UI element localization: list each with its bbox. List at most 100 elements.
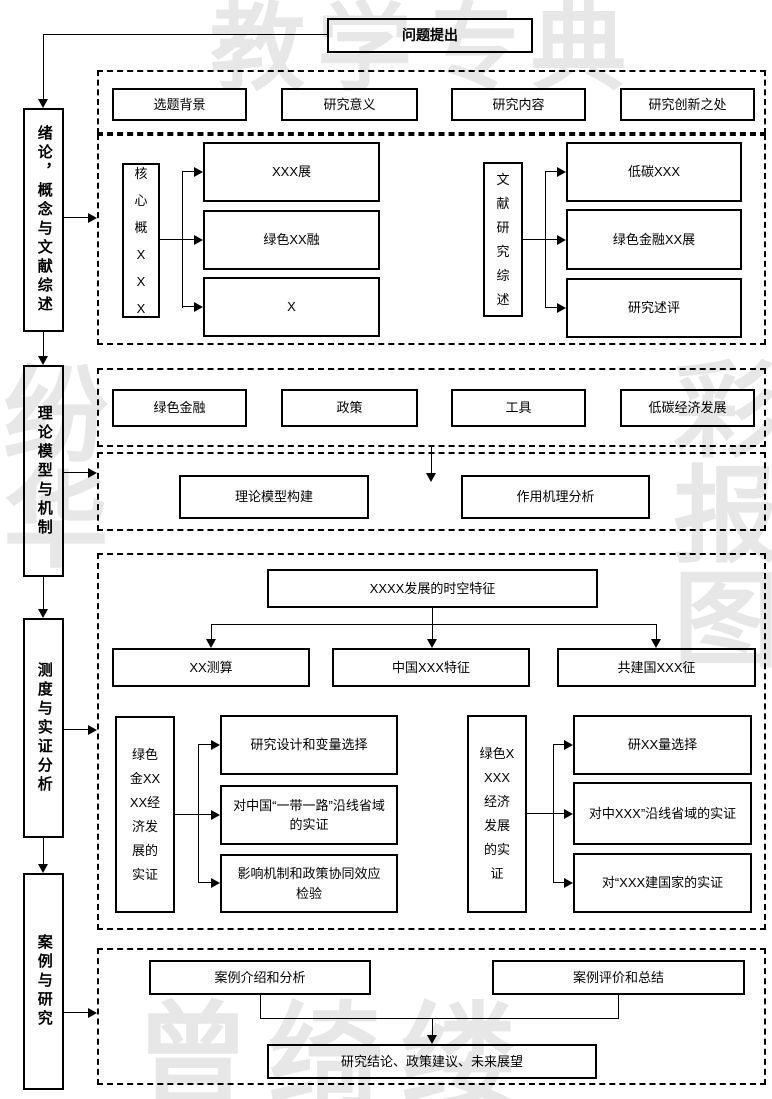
connector — [43, 332, 44, 356]
section-intro-topics — [97, 70, 766, 134]
box-policy: 政策 — [281, 389, 418, 427]
rail-chapter-intro: 绪论，概念与文献综述 — [23, 108, 64, 332]
box-spatiotemporal-features: XXXX发展的时空特征 — [267, 569, 598, 608]
connector — [198, 744, 211, 745]
connector — [431, 447, 432, 474]
box-empirical-left-parent: 绿色金XXXX经济发展的实证 — [115, 716, 175, 913]
connector — [553, 744, 564, 745]
box-low-carbon-economy: 低碳经济发展 — [620, 389, 755, 427]
box-concept-2: 绿色XX融 — [203, 210, 380, 270]
connector — [553, 882, 564, 883]
arrowhead — [38, 356, 48, 365]
connector — [182, 171, 183, 308]
box-literature-3: 研究述评 — [566, 278, 742, 338]
box-concept-3: X — [203, 277, 380, 337]
box-conclusion: 研究结论、政策建议、未来展望 — [267, 1044, 597, 1079]
box-topic-background: 选题背景 — [112, 88, 247, 121]
arrowhead — [88, 725, 97, 735]
watermark-bottom: 曾绮缕 — [135, 994, 535, 1099]
box-model-construction: 理论模型构建 — [179, 475, 369, 519]
connector — [64, 1012, 88, 1013]
connector — [545, 171, 557, 172]
box-empirical-right-2: 对中XXX”沿线省域的实证 — [573, 782, 752, 845]
box-china-features: 中国XXX特征 — [332, 648, 530, 687]
arrowhead — [38, 99, 48, 108]
connector — [198, 744, 199, 883]
connector — [656, 625, 657, 640]
connector — [553, 744, 554, 883]
box-literature-1: 低碳XXX — [566, 142, 742, 202]
connector — [160, 239, 194, 240]
arrowhead — [557, 235, 566, 245]
connector — [64, 217, 88, 218]
connector — [260, 1018, 619, 1019]
box-case-introduction: 案例介绍和分析 — [149, 960, 371, 995]
rail-chapter-theory-label: 理论模型与机制 — [35, 404, 53, 538]
arrowhead — [651, 639, 661, 648]
arrowhead — [427, 1035, 437, 1044]
box-case-evaluation: 案例评价和总结 — [492, 960, 745, 995]
box-research-significance: 研究意义 — [281, 88, 418, 121]
connector — [527, 813, 564, 814]
connector — [545, 171, 546, 308]
box-empirical-left-1: 研究设计和变量选择 — [220, 715, 398, 775]
problem-statement-box: 问题提出 — [327, 18, 533, 53]
box-empirical-left-3: 影响机制和政策协同效应检验 — [220, 854, 398, 913]
connector — [211, 624, 657, 625]
rail-chapter-theory: 理论模型与机制 — [23, 365, 64, 577]
rail-chapter-measurement-label: 测度与实证分析 — [35, 661, 53, 795]
connector — [618, 995, 619, 1019]
rail-chapter-intro-label: 绪论，概念与文献综述 — [35, 125, 53, 315]
rail-chapter-case-label: 案例与研究 — [35, 934, 53, 1029]
arrowhead — [426, 473, 436, 482]
connector — [432, 625, 433, 640]
connector — [64, 472, 88, 473]
connector — [198, 882, 211, 883]
box-empirical-right-parent: 绿色XXXX经济发展的实证 — [467, 715, 527, 913]
arrowhead — [38, 864, 48, 873]
arrowhead — [194, 235, 203, 245]
box-research-innovation: 研究创新之处 — [620, 88, 755, 121]
arrowhead — [194, 302, 203, 312]
arrowhead — [557, 303, 566, 313]
section-concepts-literature — [97, 134, 766, 345]
arrowhead — [564, 878, 573, 888]
box-literature-review: 文献研究综述 — [483, 162, 523, 317]
watermark-left: 纷华 — [0, 360, 105, 570]
arrowhead — [88, 468, 97, 478]
connector — [545, 307, 557, 308]
arrowhead — [88, 1008, 97, 1018]
connector — [43, 838, 44, 864]
box-concept-1: XXX展 — [203, 142, 380, 202]
box-literature-2: 绿色金融XX展 — [566, 209, 742, 270]
connector — [43, 34, 327, 35]
connector — [523, 239, 557, 240]
arrowhead — [88, 213, 97, 223]
connector — [43, 577, 44, 609]
connector — [432, 1019, 433, 1036]
arrowhead — [564, 809, 573, 819]
arrowhead — [194, 167, 203, 177]
connector — [260, 995, 261, 1019]
box-instrument: 工具 — [451, 389, 586, 427]
section-case-study — [97, 948, 766, 1085]
box-empirical-left-2: 对中国“一带一路”沿线省域的实证 — [220, 785, 398, 845]
box-core-concepts: 核心概XXX — [122, 163, 160, 318]
arrowhead — [38, 609, 48, 618]
arrowhead — [211, 740, 220, 750]
box-empirical-right-3: 对“XXX建国家的实证 — [573, 853, 752, 913]
arrowhead — [427, 639, 437, 648]
box-joint-countries-features: 共建国XXX征 — [557, 648, 756, 687]
arrowhead — [564, 740, 573, 750]
box-green-finance: 绿色金融 — [112, 389, 247, 427]
arrowhead — [206, 639, 216, 648]
box-research-content: 研究内容 — [451, 88, 586, 121]
rail-chapter-measurement: 测度与实证分析 — [23, 618, 64, 838]
connector — [64, 729, 88, 730]
section-theory-elements — [97, 368, 766, 447]
arrowhead — [211, 878, 220, 888]
section-measurement-empirical — [97, 553, 766, 930]
arrowhead — [211, 810, 220, 820]
box-mechanism-analysis: 作用机理分析 — [461, 475, 650, 519]
